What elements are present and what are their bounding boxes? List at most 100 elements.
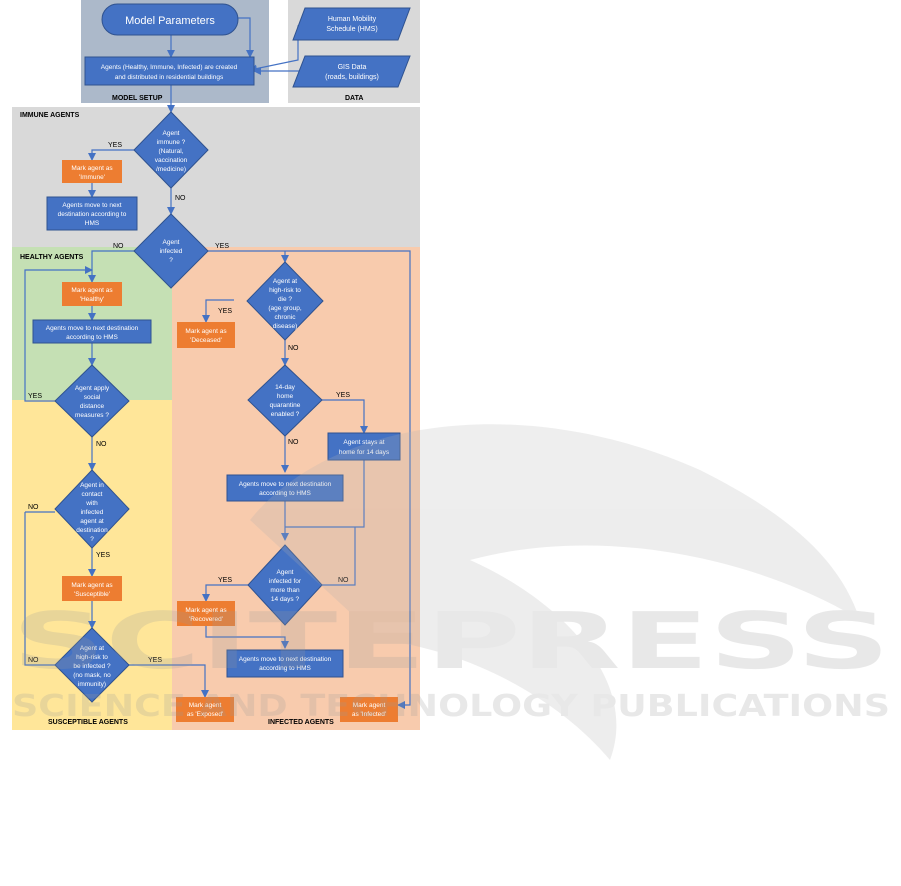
move-recovered-l2: according to HMS	[259, 665, 311, 672]
edge-yes-hri: YES	[148, 657, 162, 664]
mark-healthy-l1: Mark agent as	[71, 287, 113, 294]
decision-immune	[133, 111, 209, 189]
create-agents-node	[84, 56, 255, 86]
edge-no-immune: NO	[175, 195, 186, 202]
mark-infected-l2: as 'Infected'	[352, 711, 386, 718]
mark-infected-node	[340, 697, 398, 722]
mark-recovered-l1: Mark agent as	[185, 607, 227, 614]
create-agents-label-2: and distributed in residential buildings	[115, 74, 224, 81]
decision-contact-l6: destination	[76, 527, 108, 534]
region-label-healthy: HEALTHY AGENTS	[20, 254, 84, 261]
watermark-subtitle: SCIENCE AND TECHNOLOGY PUBLICATIONS	[12, 689, 890, 724]
decision-14-l1: Agent	[277, 569, 294, 576]
decision-infected-l1: Agent	[163, 239, 180, 246]
decision-distance-l3: distance	[80, 403, 105, 410]
region-label-susceptible: SUSCEPTIBLE AGENTS	[48, 719, 128, 726]
decision-infected-l2: infected	[160, 248, 183, 255]
decision-hri-l2: high-risk to	[76, 654, 108, 661]
move-immune-node	[46, 196, 138, 231]
mark-exposed-node	[176, 697, 234, 722]
decision-hri-l5: immunity)	[78, 681, 106, 688]
decision-hrd-l3: die ?	[278, 296, 292, 303]
watermark-title: SCITEPRESS	[12, 597, 890, 687]
decision-immune-l2: immune ?	[157, 139, 186, 146]
move-recovered-node	[226, 649, 344, 678]
move-infected-node	[226, 474, 344, 502]
decision-contact-l2: contact	[82, 491, 103, 498]
mark-exposed-l1: Mark agent	[189, 702, 222, 709]
decision-infected	[133, 213, 209, 289]
edge-no-hri: NO	[28, 657, 39, 664]
edge-no-infected: NO	[113, 243, 124, 250]
move-immune-l2: destination according to	[58, 211, 127, 218]
hms-label-1: Human Mobility	[328, 16, 377, 23]
edge-yes-14: YES	[218, 577, 232, 584]
edge-no-14: NO	[338, 577, 349, 584]
create-agents-label-1: Agents (Healthy, Immune, Infected) are c…	[101, 64, 238, 71]
gis-data-node	[292, 55, 411, 88]
decision-immune-l5: /medicine)	[156, 166, 186, 173]
decision-q-l3: quarantine	[270, 402, 301, 409]
decision-hri-l1: Agent at	[80, 645, 104, 652]
decision-immune-l4: vaccination	[155, 157, 188, 164]
mark-exposed-l2: as 'Exposed'	[187, 711, 223, 718]
move-healthy-l1: Agents move to next destination	[46, 325, 139, 332]
decision-hri-l3: be infected ?	[73, 663, 111, 670]
decision-distance-l1: Agent apply	[75, 385, 110, 392]
decision-14-days	[247, 544, 323, 626]
decision-q-l4: enabled ?	[271, 411, 300, 418]
decision-quarantine	[247, 364, 323, 437]
region-label-infected: INFECTED AGENTS	[268, 719, 334, 726]
decision-distance-l4: measures ?	[75, 412, 109, 419]
region-label-model-setup: MODEL SETUP	[112, 95, 163, 102]
model-parameters-label: Model Parameters	[125, 15, 215, 27]
decision-hri-l4: (no mask, no	[73, 672, 111, 679]
move-healthy-l2: according to HMS	[66, 334, 118, 341]
mark-recovered-l2: 'Recovered'	[189, 616, 223, 623]
mark-susceptible-node	[62, 576, 122, 601]
decision-highrisk-infected	[54, 627, 130, 703]
region-label-data: DATA	[345, 95, 363, 102]
decision-14-l3: more than	[270, 587, 300, 594]
move-immune-l3: HMS	[85, 220, 100, 227]
mark-infected-l1: Mark agent	[353, 702, 386, 709]
mark-immune-l1: Mark agent as	[71, 165, 113, 172]
stay-home-node	[327, 432, 401, 461]
model-parameters-node	[101, 3, 239, 36]
hms-label-2: Schedule (HMS)	[326, 26, 377, 33]
mark-immune-l2: 'Immune'	[79, 174, 105, 181]
decision-hrd-l5: chronic	[275, 314, 297, 321]
move-healthy-node	[32, 319, 152, 344]
move-immune-l1: Agents move to next	[62, 202, 121, 209]
mark-deceased-l1: Mark agent as	[185, 328, 227, 335]
move-infected-l2: according to HMS	[259, 490, 311, 497]
edge-yes-immune: YES	[108, 142, 122, 149]
mark-healthy-l2: 'Healthy'	[80, 296, 105, 303]
decision-highrisk-die	[246, 261, 324, 341]
mark-healthy-node	[62, 282, 122, 306]
decision-contact-l5: agent at	[80, 518, 104, 525]
decision-contact-l3: with	[85, 500, 98, 507]
edge-no-distance: NO	[96, 441, 107, 448]
decision-hrd-l2: high-risk to	[269, 287, 301, 294]
watermark-swoosh	[250, 424, 860, 760]
stay-home-l1: Agent stays at	[343, 439, 384, 446]
watermark: SCITEPRESS SCIENCE AND TECHNOLOGY PUBLIC…	[12, 424, 890, 760]
mark-immune-node	[62, 160, 122, 183]
gis-label-2: (roads, buildings)	[325, 74, 379, 81]
edge-yes-hrd: YES	[218, 308, 232, 315]
edge-no-quarantine: NO	[288, 439, 299, 446]
edge-yes-contact: YES	[96, 552, 110, 559]
hms-data-node	[292, 7, 411, 41]
edge-yes-infected: YES	[215, 243, 229, 250]
decision-contact	[54, 469, 130, 549]
mark-deceased-node	[177, 322, 235, 348]
decision-hrd-l4: (age group,	[268, 305, 301, 312]
decision-distance-l2: social	[84, 394, 101, 401]
region-label-immune: IMMUNE AGENTS	[20, 112, 80, 119]
decision-social-distance	[54, 364, 130, 438]
decision-14-l4: 14 days ?	[271, 596, 300, 603]
decision-infected-l3: ?	[169, 257, 173, 264]
decision-contact-l7: ?	[90, 536, 94, 543]
